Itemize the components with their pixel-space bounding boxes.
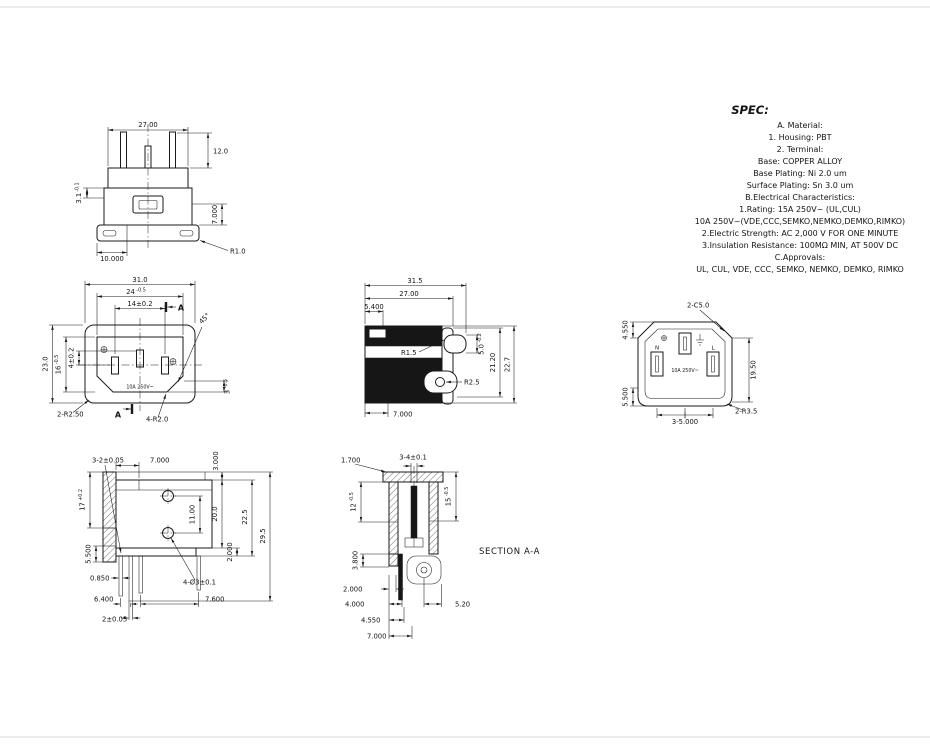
dim-chamfer: 2-C5.0 — [687, 302, 709, 310]
spec-block: SPEC: A. Material: 1. Housing: PBT 2. Te… — [695, 103, 905, 274]
dim-fillet-radius: R1.5 — [401, 349, 417, 357]
dim-side-inner-height: 21.20 — [489, 353, 497, 372]
dim-section-step: 2.000 — [343, 586, 362, 594]
dim-pin-width2: 2±0.05 — [102, 616, 127, 624]
dim-pin-offset: 4±0.2 — [68, 348, 76, 369]
rear-rating-text: 10A 250V~ — [671, 368, 698, 374]
dim-rear-height: 19.50 — [750, 360, 758, 379]
dim-pin-gap-right: 7.600 — [205, 596, 224, 604]
dim-edge-height: 3-0.5 — [223, 379, 232, 394]
spec-line: 1.Rating: 15A 250V~ (UL,CUL) — [739, 205, 861, 214]
dim-mounting-holes: 4-Ø3±0.1 — [183, 579, 216, 587]
dim-flange-bottom: 5.500 — [85, 544, 93, 563]
dim-front-overall-width: 31.0 — [132, 276, 147, 284]
dim-front-depth: 5.400 — [364, 303, 383, 311]
dim-boss-height: 3.800 — [352, 551, 360, 570]
dim-tab-width: 4.550 — [361, 617, 380, 625]
dim-top-width: 27.00 — [138, 121, 157, 129]
dim-pin-gap-left: 6.400 — [94, 596, 113, 604]
spec-line: A. Material: — [777, 121, 823, 130]
view-side: 31.5 27.00 5.400 5.0-0.2 21.20 22.7 7.00… — [364, 277, 517, 419]
dim-slot-pitch: 3-5.000 — [672, 418, 698, 426]
dim-tab-height: 5.0-0.2 — [477, 333, 486, 355]
live-label: L — [711, 346, 715, 352]
spec-line: 1. Housing: PBT — [768, 133, 831, 142]
dim-front-overall-height: 23.0 — [42, 356, 50, 371]
dim-front-corner-radius: 2-R2.50 — [57, 411, 84, 419]
dim-pin-height: 12.0 — [213, 148, 228, 156]
neutral-label: N — [655, 346, 659, 352]
spec-line: 2. Terminal: — [777, 145, 824, 154]
dim-side-overall-height: 22.7 — [504, 357, 512, 372]
spec-line: 10A 250V~(VDE,CCC,SEMKO,NEMKO,DEMKO,RIMK… — [695, 217, 905, 226]
dim-side-overall-width: 31.5 — [407, 277, 422, 285]
view-top-linework — [83, 124, 229, 256]
dim-rear-corner-radius: 2-R3.5 — [735, 408, 757, 416]
spec-line: Base Plating: Ni 2.0 um — [753, 169, 847, 178]
dim-ear-width: 5.20 — [455, 601, 470, 609]
view-front-linework — [49, 281, 228, 418]
dim-inner-radius: 4-R2.0 — [146, 416, 168, 424]
spec-line: 3.Insulation Resistance: 100MΩ MIN, AT 5… — [702, 241, 899, 250]
rivet-mark — [100, 346, 108, 353]
dim-pin-thickness: 3-2±0.05 — [92, 457, 124, 465]
dim-top-radius: R1.0 — [230, 248, 246, 256]
rivet-mark — [169, 358, 177, 365]
spec-heading: SPEC: — [731, 103, 769, 117]
spec-line: Base: COPPER ALLOY — [758, 157, 842, 166]
dim-top-depth: 7.000 — [211, 205, 219, 224]
dim-mount-top-width: 7.000 — [150, 457, 169, 465]
dim-slot-width: 3-4±0.1 — [399, 454, 427, 462]
view-top: 27.00 12.0 3.1-0.1 7.000 10.000 R1.0 — [75, 121, 246, 263]
front-rating-text: 10A 250V~ — [126, 385, 153, 391]
spec-line: C.Approvals: — [775, 253, 826, 262]
dim-body-height: 20.0 — [211, 506, 219, 521]
view-rear-linework — [630, 309, 753, 419]
view-rear: 4.550 2-C5.0 19.50 5.500 3-5.000 2-R3.5 … — [622, 302, 758, 427]
dim-side-body-width: 27.00 — [399, 290, 418, 298]
dim-chamfer-offset: 4.550 — [622, 320, 630, 339]
dim-right-depth: 15-0.5 — [444, 487, 453, 507]
dim-top-step: 3.000 — [212, 451, 220, 470]
dim-hole-radius: R2.5 — [464, 379, 480, 387]
view-front: 31.0 24-0.5 14±0.2 45° 23.0 16-0.5 4±0.2… — [42, 276, 232, 424]
section-label: SECTION A-A — [479, 547, 540, 557]
dim-wall-thickness: 1.700 — [341, 457, 360, 465]
earth-icon — [696, 334, 704, 346]
dim-base-width: 4.000 — [345, 601, 364, 609]
dim-opening-height: 16-0.5 — [54, 355, 63, 375]
section-mark-a-bottom: A — [115, 411, 122, 420]
dim-chamfer-angle: 45° — [197, 311, 211, 325]
dim-hole-pitch: 11.00 — [189, 505, 197, 524]
view-section-linework — [354, 463, 459, 639]
dim-pin-width: 0.850 — [90, 575, 109, 583]
spec-line: Surface Plating: Sn 3.0 um — [747, 181, 854, 190]
view-mount: 3-2±0.05 7.000 3.000 17+0.2 5.500 11.00 … — [78, 451, 273, 624]
dim-flange-offset: 10.000 — [100, 255, 124, 263]
dim-bottom-width: 7.000 — [367, 633, 386, 641]
spec-line: 2.Electric Strength: AC 2,000 V FOR ONE … — [702, 229, 899, 238]
spec-line: B.Electrical Characteristics: — [745, 193, 855, 202]
dim-mount-inner-height: 22.5 — [241, 509, 249, 524]
view-side-linework — [364, 283, 517, 417]
section-mark-a-top: A — [178, 304, 185, 313]
dim-bottom-offset: 5.500 — [622, 387, 630, 406]
view-section: 1.700 3-4±0.1 12-0.5 15-0.5 3.800 2.000 … — [341, 454, 540, 641]
dim-flange-height: 17+0.2 — [78, 489, 87, 511]
view-mount-linework — [87, 462, 273, 620]
dim-mount-overall-height: 29.5 — [259, 528, 267, 543]
spec-line: UL, CUL, VDE, CCC, SEMKO, NEMKO, DEMKO, … — [696, 265, 904, 274]
dim-cavity-depth: 12-0.5 — [349, 492, 358, 512]
dim-pin-pitch: 14±0.2 — [127, 300, 152, 308]
dim-top-step: 3.1-0.1 — [75, 182, 84, 203]
dim-opening-width: 24-0.5 — [126, 288, 146, 297]
rivet-mark — [661, 335, 667, 341]
dim-rear-depth: 7.000 — [393, 411, 412, 419]
dim-lip-height: 2.000 — [226, 542, 234, 561]
